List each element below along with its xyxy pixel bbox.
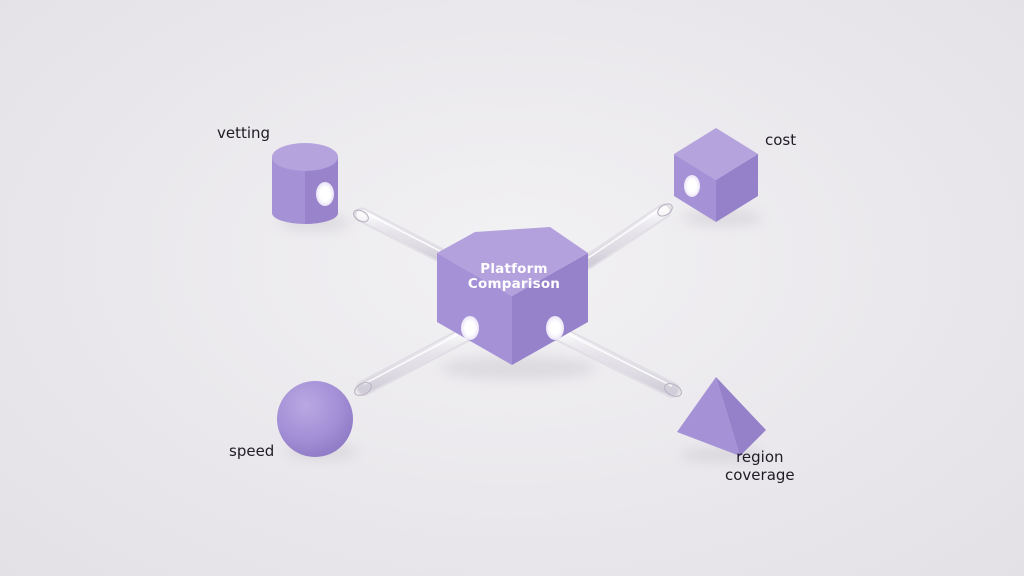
hub-title-line1: Platform <box>480 261 548 277</box>
hub-hexagonal-prism <box>437 227 588 365</box>
hub-port-left-glow <box>461 316 479 340</box>
connector-vetting-tube <box>353 207 454 266</box>
hub-title: Platform Comparison <box>440 262 588 292</box>
node-label-vetting: vetting <box>217 124 271 142</box>
region-pyramid <box>677 377 766 456</box>
speed-sphere <box>277 381 353 457</box>
hub-port-right-glow <box>546 316 564 340</box>
cost-cube <box>674 128 758 222</box>
vetting-port-glow <box>316 182 334 206</box>
connector-region-tube <box>548 324 682 398</box>
cost-port-glow <box>684 175 700 197</box>
node-label-cost: cost <box>765 131 797 149</box>
vetting-cylinder <box>272 143 338 224</box>
node-label-region-line1: region <box>736 448 784 466</box>
connector-speed-tube <box>354 324 478 397</box>
node-label-region-line2: coverage <box>725 466 795 484</box>
node-label-speed: speed <box>229 442 275 460</box>
connector-cost-tube <box>580 203 673 270</box>
hub-title-line2: Comparison <box>467 276 561 292</box>
node-label-region-coverage: region coverage <box>725 448 795 484</box>
